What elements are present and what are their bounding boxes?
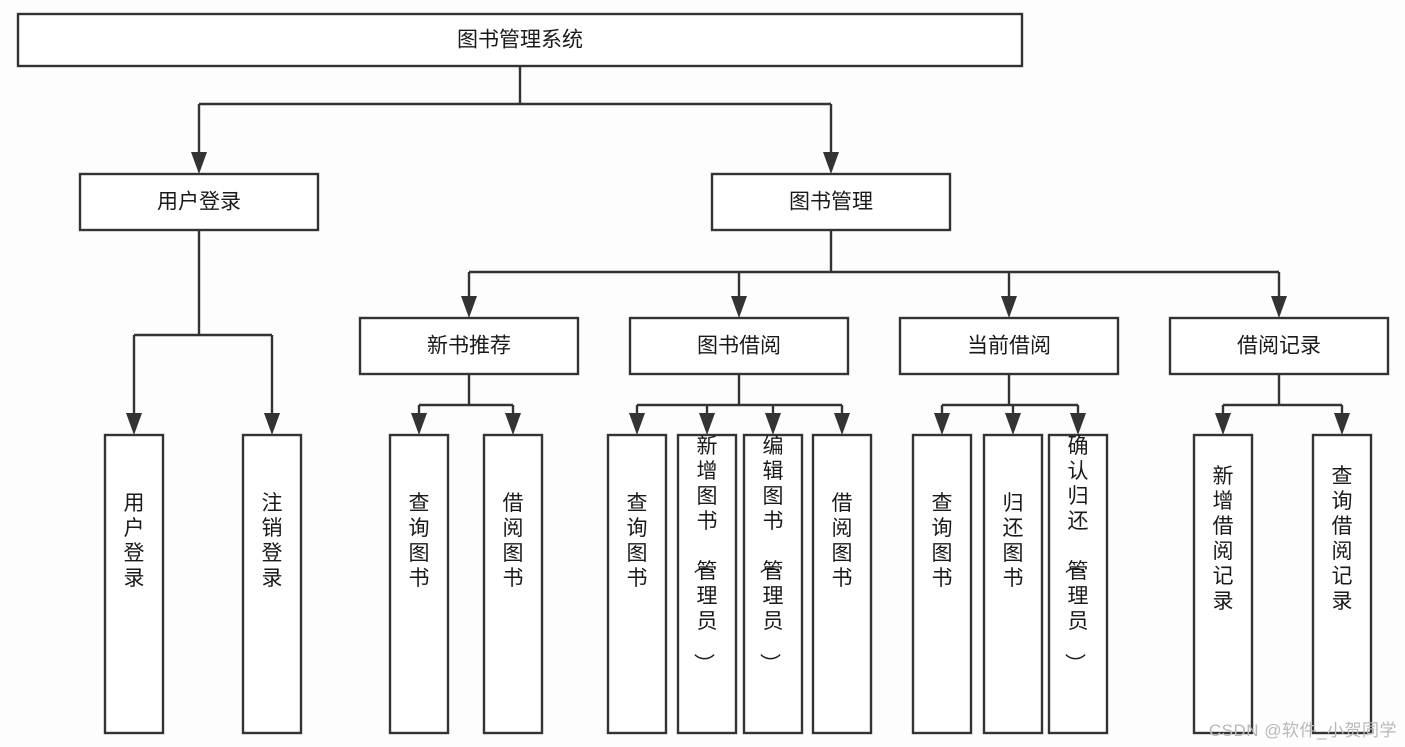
node-leaf-borrow-add-book-box[interactable] (676, 433, 738, 735)
node-leaf-cur-confirm-return-box[interactable] (1047, 433, 1109, 735)
node-leaf-borrow-lend-book[interactable]: 借阅图书 (811, 433, 873, 735)
node-leaf-user-login-box[interactable] (103, 433, 165, 735)
node-leaf-borrow-edit-book-label: 编辑图书（管理员） (758, 435, 784, 674)
node-user-login[interactable]: 用户登录 (78, 172, 320, 232)
arrow-head-leaf-cur-query-book (934, 413, 950, 435)
node-leaf-borrow-lend-book-label: 借阅图书 (832, 492, 853, 590)
node-root-box[interactable] (16, 12, 1024, 68)
node-leaf-user-logout[interactable]: 注销登录 (241, 433, 303, 735)
arrow-head-book-borrow (731, 296, 747, 318)
connector-layer (126, 66, 1350, 435)
node-leaf-rec-query-record-box[interactable] (1311, 433, 1373, 735)
node-new-book-rec[interactable]: 新书推荐 (358, 316, 580, 376)
node-leaf-cur-query-book-label: 查询图书 (932, 492, 953, 590)
node-leaf-borrow-edit-book[interactable]: 编辑图书（管理员） (742, 433, 804, 735)
node-leaf-borrow-add-book-label: 新增图书（管理员） (692, 435, 718, 674)
node-leaf-rec-borrow-book[interactable]: 借阅图书 (482, 433, 544, 735)
arrow-head-leaf-borrow-add-book (699, 413, 715, 435)
node-current-borrow-box[interactable] (898, 316, 1120, 376)
node-new-book-rec-box[interactable] (358, 316, 580, 376)
node-leaf-rec-borrow-book-label: 借阅图书 (503, 492, 524, 590)
node-leaf-user-login[interactable]: 用户登录 (103, 433, 165, 735)
arrow-head-current-borrow (1001, 296, 1017, 318)
arrow-head-borrow-records (1271, 296, 1287, 318)
node-leaf-rec-query-record[interactable]: 查询借阅记录 (1311, 433, 1373, 735)
node-book-manage-label: 图书管理 (789, 191, 873, 214)
node-leaf-cur-confirm-return[interactable]: 确认归还（管理员） (1047, 433, 1109, 735)
node-leaf-rec-query-book-label: 查询图书 (409, 492, 430, 590)
node-book-manage-box[interactable] (710, 172, 952, 232)
node-leaf-cur-return-book[interactable]: 归还图书 (982, 433, 1044, 735)
arrow-head-leaf-rec-query-book (411, 413, 427, 435)
node-leaf-rec-add-record[interactable]: 新增借阅记录 (1192, 433, 1254, 735)
node-borrow-records[interactable]: 借阅记录 (1168, 316, 1390, 376)
node-leaf-borrow-query-book-box[interactable] (606, 433, 668, 735)
node-leaf-borrow-query-book[interactable]: 查询图书 (606, 433, 668, 735)
arrow-head-leaf-cur-confirm-return (1070, 413, 1086, 435)
node-leaf-user-logout-label: 注销登录 (262, 492, 283, 590)
arrow-head-leaf-rec-add-record (1215, 413, 1231, 435)
arrow-head-leaf-rec-borrow-book (505, 413, 521, 435)
node-leaf-rec-query-book-box[interactable] (388, 433, 450, 735)
node-leaf-cur-query-book[interactable]: 查询图书 (911, 433, 973, 735)
node-leaf-rec-add-record-box[interactable] (1192, 433, 1254, 735)
arrow-head-leaf-borrow-edit-book (765, 413, 781, 435)
node-book-manage[interactable]: 图书管理 (710, 172, 952, 232)
node-user-login-box[interactable] (78, 172, 320, 232)
node-leaf-rec-borrow-book-box[interactable] (482, 433, 544, 735)
arrow-head-leaf-user-logout (264, 413, 280, 435)
arrow-head-leaf-borrow-lend-book (834, 413, 850, 435)
arrow-head-leaf-rec-query-record (1334, 413, 1350, 435)
node-leaf-cur-return-book-box[interactable] (982, 433, 1044, 735)
node-book-borrow-box[interactable] (628, 316, 850, 376)
node-leaf-rec-add-record-label: 新增借阅记录 (1213, 465, 1234, 613)
node-user-login-label: 用户登录 (157, 191, 241, 214)
node-leaf-borrow-query-book-label: 查询图书 (627, 492, 648, 590)
node-root[interactable]: 图书管理系统 (16, 12, 1024, 68)
node-leaf-user-logout-box[interactable] (241, 433, 303, 735)
node-layer: 图书管理系统 用户登录 图书管理 新书推荐 图书借阅 当前 (16, 12, 1390, 735)
node-root-label: 图书管理系统 (457, 29, 583, 52)
node-leaf-rec-query-book[interactable]: 查询图书 (388, 433, 450, 735)
node-leaf-borrow-lend-book-box[interactable] (811, 433, 873, 735)
node-book-borrow[interactable]: 图书借阅 (628, 316, 850, 376)
arrow-head-leaf-user-login (126, 413, 142, 435)
node-borrow-records-box[interactable] (1168, 316, 1390, 376)
node-current-borrow[interactable]: 当前借阅 (898, 316, 1120, 376)
node-leaf-borrow-edit-book-box[interactable] (742, 433, 804, 735)
node-leaf-cur-return-book-label: 归还图书 (1003, 492, 1024, 590)
node-leaf-borrow-add-book[interactable]: 新增图书（管理员） (676, 433, 738, 735)
arrow-head-new-book-rec (461, 296, 477, 318)
arrow-head-leaf-cur-return-book (1005, 413, 1021, 435)
arrow-head-user-login (191, 152, 207, 174)
node-leaf-cur-query-book-box[interactable] (911, 433, 973, 735)
node-book-borrow-label: 图书借阅 (697, 335, 781, 358)
node-leaf-cur-confirm-return-label: 确认归还（管理员） (1063, 435, 1089, 674)
node-leaf-rec-query-record-label: 查询借阅记录 (1332, 465, 1353, 613)
node-leaf-user-login-label: 用户登录 (124, 492, 145, 590)
node-current-borrow-label: 当前借阅 (967, 335, 1051, 358)
arrow-head-book-manage (823, 152, 839, 174)
node-borrow-records-label: 借阅记录 (1237, 335, 1321, 358)
node-new-book-rec-label: 新书推荐 (427, 335, 511, 358)
arrow-head-leaf-borrow-query-book (629, 413, 645, 435)
